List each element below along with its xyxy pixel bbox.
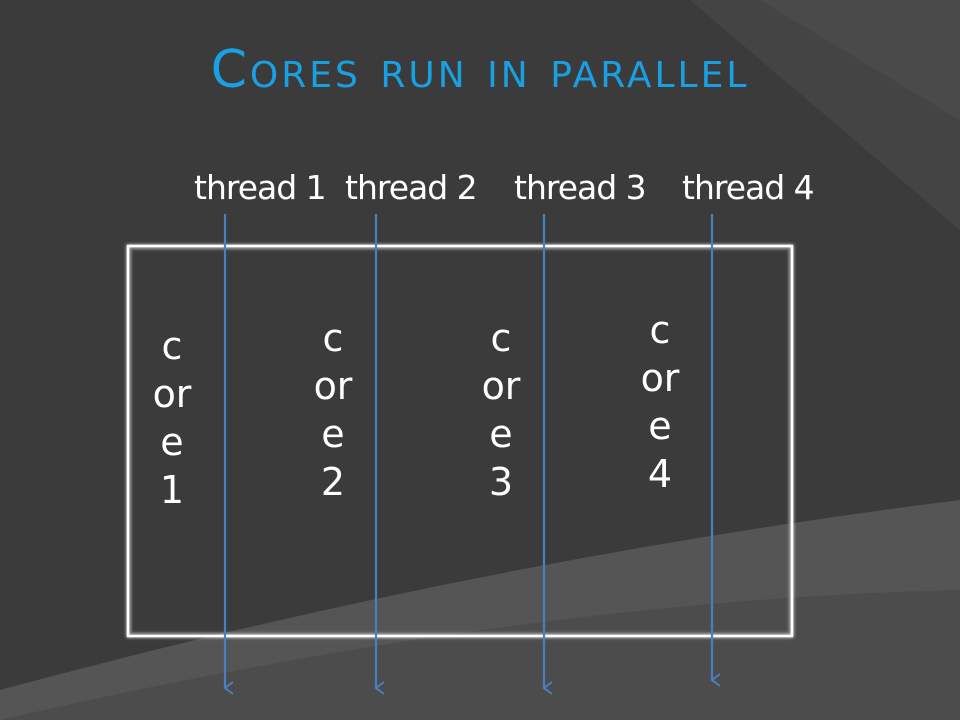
core-label-3: core3 [481,316,521,504]
thread-label-4: thread 4 [682,168,815,207]
thread-label-1: thread 1 [194,168,327,207]
thread-label-2: thread 2 [345,168,478,207]
core-label-1: core1 [152,324,192,512]
slide-title: Cores run in parallel [210,40,750,100]
thread-label-3: thread 3 [514,168,647,207]
core-label-4: core4 [640,308,680,496]
core-label-2: core2 [313,316,353,504]
